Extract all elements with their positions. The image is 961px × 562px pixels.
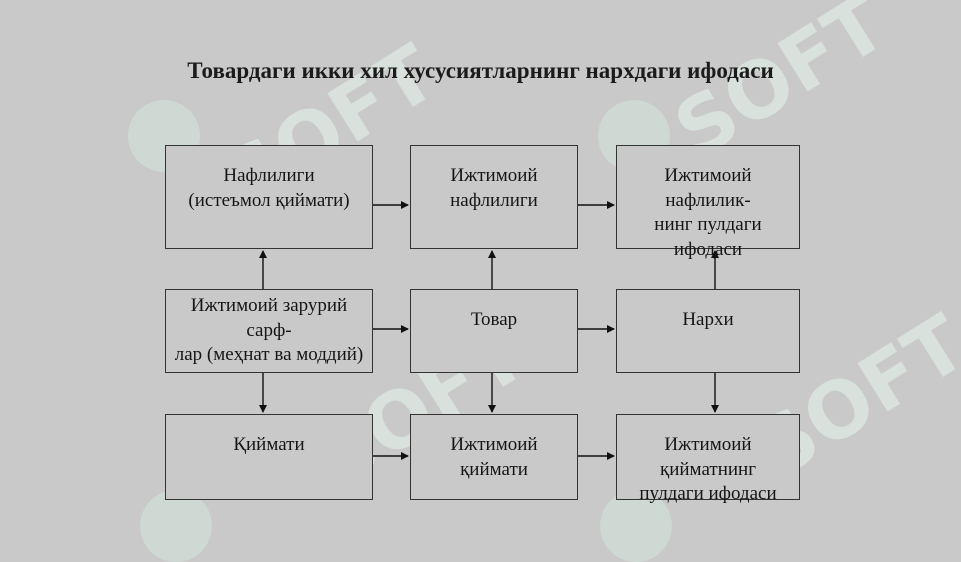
box-value-text: Қиймати	[233, 434, 305, 455]
box-commodity-text: Товар	[470, 309, 518, 330]
box-usefulness-money-expression: Ижтимоий нафлилик- нинг пулдаги ифодаси	[616, 145, 800, 260]
box-necessary-costs-text: Ижтимоий зарурий сарф- лар (меҳнат ва мо…	[174, 294, 364, 366]
box-usefulness-text: Нафлилиги (истеъмол қиймати)	[188, 165, 350, 211]
box-price-text: Нархи	[682, 309, 734, 330]
box-price: Нархи	[616, 289, 800, 373]
box-commodity: Товар	[410, 289, 578, 373]
box-value: Қиймати	[165, 414, 373, 500]
diagram-title: Товардаги икки хил хусусиятларнинг нархд…	[187, 58, 774, 83]
box-social-value: Ижтимоий қиймати	[410, 414, 578, 500]
box-usefulness: Нафлилиги (истеъмол қиймати)	[165, 145, 373, 249]
box-usefulness-money-expression-text: Ижтимоий нафлилик- нинг пулдаги ифодаси	[654, 165, 762, 261]
box-social-value-text: Ижтимоий қиймати	[450, 434, 538, 480]
watermark-logo-3	[140, 490, 212, 562]
box-necessary-costs: Ижтимоий зарурий сарф- лар (меҳнат ва мо…	[165, 289, 373, 373]
box-value-money-expression-text: Ижтимоий қийматнинг пулдаги ифодаси	[639, 434, 777, 505]
box-social-usefulness-text: Ижтимоий нафлилиги	[450, 165, 538, 211]
box-value-money-expression: Ижтимоий қийматнинг пулдаги ифодаси	[616, 414, 800, 504]
box-social-usefulness: Ижтимоий нафлилиги	[410, 145, 578, 249]
